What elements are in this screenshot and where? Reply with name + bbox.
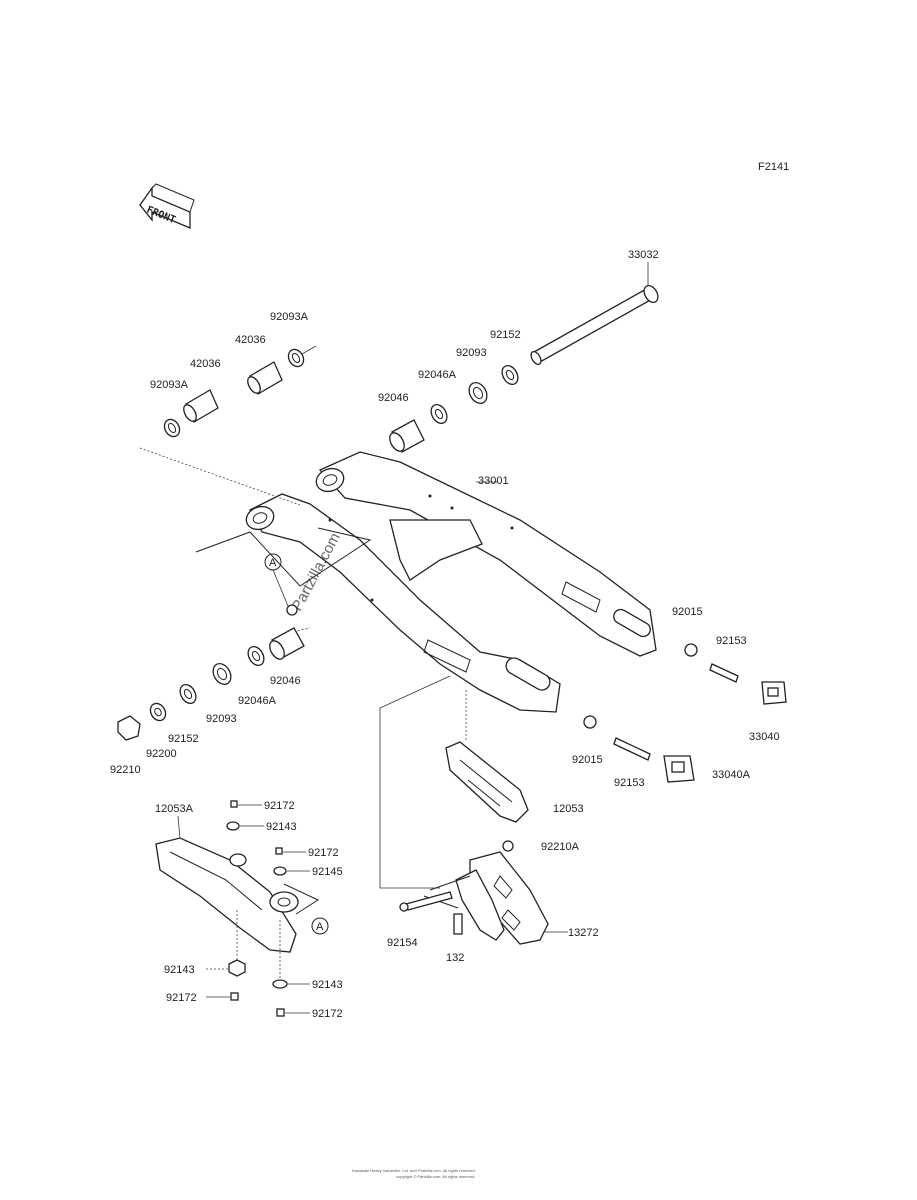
front-arrow-icon: FRONT — [139, 183, 195, 229]
label-12053: 12053 — [553, 803, 584, 815]
label-92172-a: 92172 — [264, 800, 295, 812]
label-42036-a: 42036 — [190, 358, 221, 370]
label-33032: 33032 — [628, 249, 659, 261]
label-92093A-top: 92093A — [270, 311, 309, 323]
figure-code: F2141 — [758, 161, 789, 173]
svg-text:A: A — [316, 921, 324, 933]
label-13272: 13272 — [568, 927, 599, 939]
chain-guide-lower — [155, 837, 299, 953]
swingarm — [245, 451, 657, 713]
bushing-set-upper — [163, 345, 317, 438]
footer-line2: copyright © Partzilla.com. All rights re… — [396, 1174, 475, 1179]
label-12053A: 12053A — [155, 803, 194, 815]
label-92152-top: 92152 — [490, 329, 521, 341]
label-92046-top: 92046 — [378, 392, 409, 404]
label-92153-mid: 92153 — [614, 777, 645, 789]
label-92046-bot: 92046 — [270, 675, 301, 687]
label-92210A: 92210A — [541, 841, 580, 853]
label-92015-mid: 92015 — [572, 754, 603, 766]
label-92154: 92154 — [387, 937, 418, 949]
svg-text:A: A — [269, 557, 277, 569]
chain-adjuster-left — [583, 715, 695, 783]
label-92172-b: 92172 — [308, 847, 339, 859]
chain-guide-upper — [399, 840, 549, 945]
pivot-shaft — [530, 262, 659, 366]
label-92200: 92200 — [146, 748, 177, 760]
label-92172-c: 92172 — [166, 992, 197, 1004]
label-92093-top: 92093 — [456, 347, 487, 359]
seal-bearing-set-lower — [117, 627, 305, 741]
label-92143-a: 92143 — [266, 821, 297, 833]
label-92015-right: 92015 — [672, 606, 703, 618]
reference-marker-lower: A — [283, 883, 329, 935]
chain-adjuster-right — [684, 643, 787, 705]
label-92143-c: 92143 — [312, 979, 343, 991]
label-92152-bot: 92152 — [168, 733, 199, 745]
reference-marker-upper: A — [195, 527, 372, 616]
label-92093-bot: 92093 — [206, 713, 237, 725]
label-33001: 33001 — [478, 475, 509, 487]
seal-bearing-set-upper — [389, 365, 519, 453]
label-92172-d: 92172 — [312, 1008, 343, 1020]
label-92210: 92210 — [110, 764, 141, 776]
label-92145: 92145 — [312, 866, 343, 878]
label-92143-b: 92143 — [164, 964, 195, 976]
label-33040: 33040 — [749, 731, 780, 743]
label-92153-right: 92153 — [716, 635, 747, 647]
fastener-set — [206, 800, 310, 1017]
label-33040A: 33040A — [712, 769, 751, 781]
label-92046A-bot: 92046A — [238, 695, 277, 707]
footer-line1: Kawasaki Heavy Industries, Ltd. and Part… — [352, 1168, 476, 1173]
label-132: 132 — [446, 952, 464, 964]
chain-slider — [445, 741, 529, 823]
label-42036-b: 42036 — [235, 334, 266, 346]
label-92046A-top: 92046A — [418, 369, 457, 381]
label-92093A-left: 92093A — [150, 379, 189, 391]
